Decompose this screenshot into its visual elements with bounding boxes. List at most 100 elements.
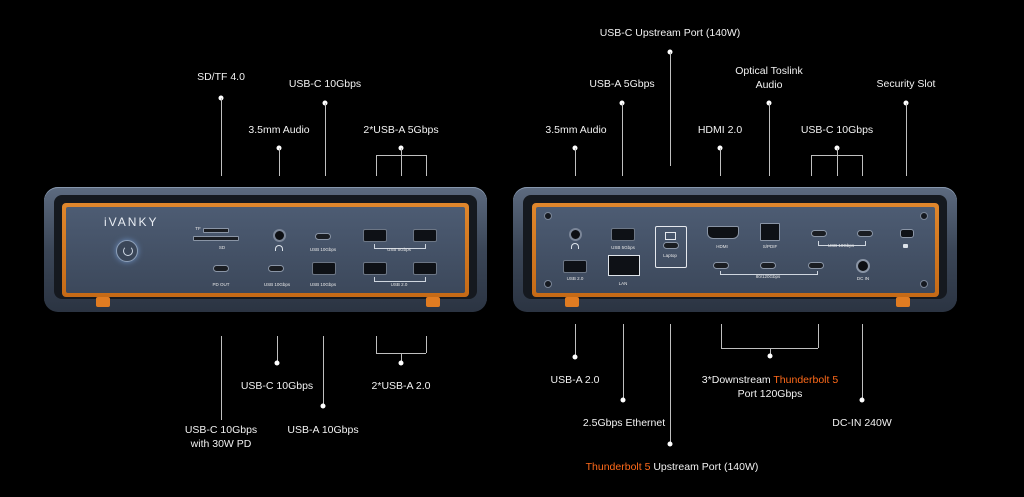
bracket-rear-usbc xyxy=(811,155,862,156)
line-usba-5-r xyxy=(426,155,427,176)
usb2-bracket xyxy=(374,277,426,282)
callout-rear-usba-2: USB-A 2.0 xyxy=(550,374,600,386)
dot-tb5 xyxy=(767,353,773,359)
line-usba-2-stem xyxy=(401,353,402,363)
power-icon xyxy=(123,246,133,256)
line-front-audio xyxy=(279,148,280,176)
lan-label: LAN xyxy=(618,281,628,286)
tb5-port-2 xyxy=(760,262,776,269)
callout-rear-usbc-10: USB-C 10Gbps xyxy=(800,124,874,136)
sd-label: SD xyxy=(218,245,226,250)
callout-rear-usba-5: USB-A 5Gbps xyxy=(589,78,655,90)
rear-usbc-10-right xyxy=(857,230,873,237)
hdmi-port xyxy=(707,226,739,239)
dot-rear-usba-2 xyxy=(572,354,578,360)
callout-usba-10: USB-A 10Gbps xyxy=(287,424,359,436)
front-foot-right xyxy=(426,297,440,307)
line-tb5-r xyxy=(818,324,819,348)
line-pd xyxy=(221,336,222,420)
line-dcin xyxy=(862,324,863,400)
callout-pd-line2: with 30W PD xyxy=(190,438,252,450)
rear-audio-jack xyxy=(569,228,582,241)
tb-bracket xyxy=(720,271,818,275)
optical-port xyxy=(760,223,780,241)
line-usba-2-l xyxy=(376,336,377,353)
dot-tb5-up xyxy=(667,441,673,447)
dot-dcin xyxy=(859,397,865,403)
front-foot-left xyxy=(96,297,110,307)
line-usba-5-m xyxy=(401,155,402,176)
line-rear-usbc-m xyxy=(837,155,838,176)
front-usba-2-left xyxy=(363,262,387,275)
headphone-icon xyxy=(275,245,283,251)
callout-usba-5-pair: 2*USB-A 5Gbps xyxy=(363,124,439,136)
line-optical xyxy=(769,103,770,176)
callout-ethernet: 2.5Gbps Ethernet xyxy=(582,417,666,429)
line-rear-usba-5 xyxy=(622,103,623,176)
callout-sd-tf: SD/TF 4.0 xyxy=(197,71,245,83)
dot-usbc-bottom xyxy=(274,360,280,366)
callout-hdmi: HDMI 2.0 xyxy=(697,124,743,136)
tb5-upstream-highlight: Thunderbolt 5 xyxy=(585,461,651,473)
rear-usba-2-label: USB 2.0 xyxy=(566,276,584,281)
rear-usbc-upstream xyxy=(663,242,679,249)
security-slot xyxy=(900,229,914,238)
front-usb2-label: USB 2.0 xyxy=(390,282,408,287)
tb-label: 80/120Gbps xyxy=(755,274,781,279)
tb5-prefix: 3*Downstream xyxy=(701,374,774,386)
callout-optical-2: Audio xyxy=(755,79,783,91)
screw-bl xyxy=(544,280,552,288)
hdmi-label: HDMI xyxy=(716,244,728,249)
line-usba-5-stem xyxy=(401,148,402,155)
dc-in-label: DC IN xyxy=(856,276,870,281)
rear-panel xyxy=(536,207,935,293)
line-upstream xyxy=(670,52,671,166)
lock-icon xyxy=(903,244,908,248)
line-usbc-bottom xyxy=(277,336,278,363)
screw-tl xyxy=(544,212,552,220)
rear-usba-2 xyxy=(563,260,587,273)
front-usb5-label: USB 5Gbps xyxy=(387,247,411,252)
line-tb5-up xyxy=(670,324,671,444)
front-usba-5-right xyxy=(413,229,437,242)
screw-br xyxy=(920,280,928,288)
front-usbc-10-bottom xyxy=(268,265,284,272)
callout-tb5-upstream: Thunderbolt 5 Upstream Port (140W) xyxy=(586,460,759,474)
front-usbc-10-top xyxy=(315,233,331,240)
line-usba-2-r xyxy=(426,336,427,353)
rear-usba-5-label: USB 5Gbps xyxy=(611,245,635,250)
front-usba-10 xyxy=(312,262,336,275)
callout-security: Security Slot xyxy=(876,78,936,90)
callout-usba-2-pair: 2*USB-A 2.0 xyxy=(371,380,431,392)
laptop-icon xyxy=(665,232,676,240)
dot-usba-10 xyxy=(320,403,326,409)
line-rear-usbc-l xyxy=(811,155,812,176)
callout-optical-1: Optical Toslink xyxy=(735,65,803,77)
front-usba-5-left xyxy=(363,229,387,242)
line-security xyxy=(906,103,907,176)
callout-dcin: DC-IN 240W xyxy=(832,417,892,429)
callout-front-usbc-top: USB-C 10Gbps xyxy=(288,78,362,90)
callout-front-audio: 3.5mm Audio xyxy=(248,124,310,136)
power-button[interactable] xyxy=(116,240,138,262)
spdif-label: S/PDIF xyxy=(762,244,778,249)
front-usba-2-right xyxy=(413,262,437,275)
rear-usb10-bracket xyxy=(818,241,866,246)
line-tb5-stem xyxy=(770,348,771,356)
front-usbc-10-bottom-label: USB 10Gbps xyxy=(263,282,291,287)
tb5-port-1 xyxy=(713,262,729,269)
front-audio-jack xyxy=(273,229,286,242)
callout-tb5-line1: 3*Downstream Thunderbolt 5 xyxy=(702,373,838,387)
line-usba-10 xyxy=(323,336,324,406)
rear-headphone-icon xyxy=(571,243,579,249)
rear-usb10-label: USB 10Gbps xyxy=(827,243,855,248)
line-rear-usba-2 xyxy=(575,324,576,357)
front-usba-10-label: USB 10Gbps xyxy=(309,282,337,287)
callout-pd-line1: USB-C 10Gbps xyxy=(184,424,258,436)
bracket-tb5 xyxy=(721,348,818,349)
line-tb5-l xyxy=(721,324,722,348)
front-pd-label: PD OUT xyxy=(212,282,230,287)
callout-usbc-upstream: USB-C Upstream Port (140W) xyxy=(599,27,741,39)
brand-logo: iVANKY xyxy=(104,215,159,229)
rear-foot-right xyxy=(896,297,910,307)
